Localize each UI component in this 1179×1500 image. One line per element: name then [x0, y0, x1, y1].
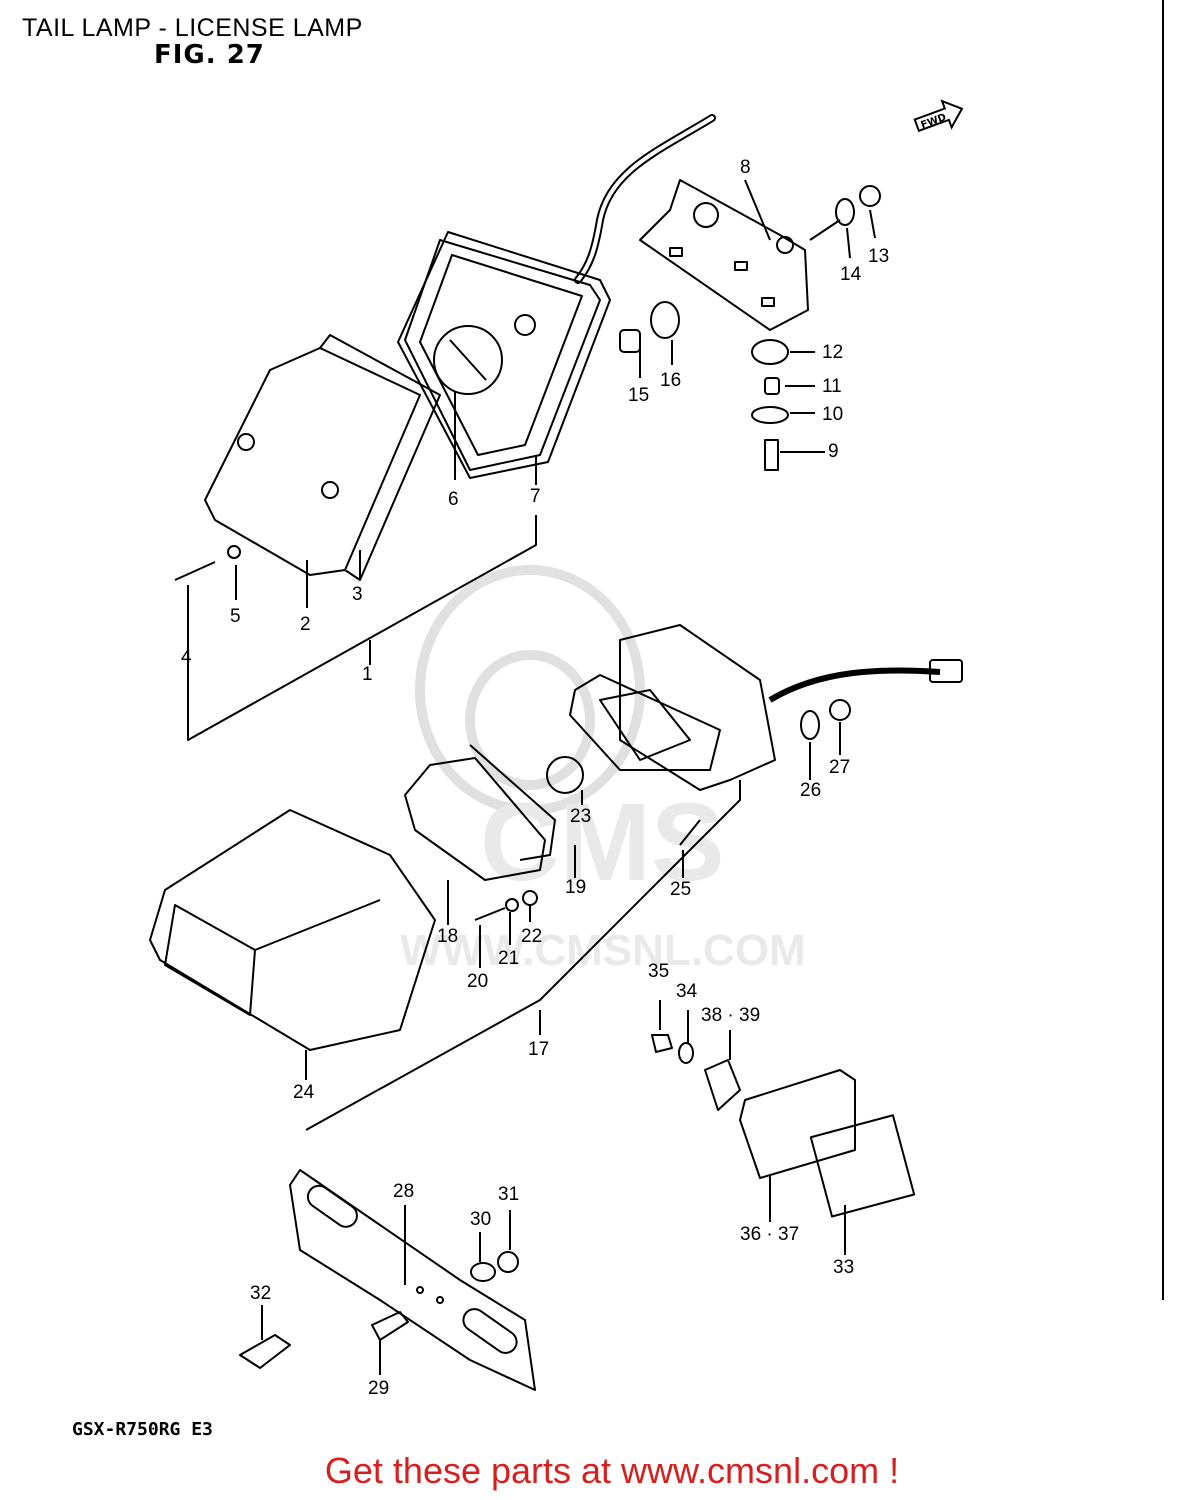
callout-25: 25 — [670, 879, 691, 900]
upper-wire — [574, 114, 716, 284]
callout-30: 30 — [470, 1209, 491, 1230]
callout-24: 24 — [293, 1082, 315, 1103]
callout-32: 32 — [250, 1283, 271, 1304]
callout-33: 33 — [833, 1257, 854, 1278]
license-plate-bracket — [289, 1169, 536, 1391]
lens-screw — [174, 561, 216, 581]
tail-lamp-housing — [404, 239, 601, 471]
mounting-bracket — [639, 179, 809, 331]
grommet-16 — [650, 301, 680, 339]
washer-34 — [678, 1042, 694, 1064]
washer-14 — [835, 198, 855, 226]
lower-wire — [768, 667, 941, 703]
watermark-url: WWW.CMSNL.COM — [400, 926, 806, 975]
callout-8: 8 — [740, 157, 751, 178]
callout-14: 14 — [840, 264, 862, 285]
washer-21 — [505, 898, 519, 912]
bolt-29 — [371, 1311, 409, 1341]
callout-34: 34 — [676, 981, 698, 1002]
washer-10 — [751, 406, 789, 424]
page-edge-rule — [1162, 0, 1164, 1300]
washer-26 — [800, 710, 820, 740]
callout-5: 5 — [230, 606, 241, 627]
callout-29: 29 — [368, 1378, 389, 1399]
callout-23: 23 — [570, 806, 591, 827]
tail-lamp-base — [569, 624, 776, 791]
callout-1: 1 — [362, 664, 373, 685]
bulb-23 — [546, 756, 584, 794]
gasket-19 — [469, 744, 556, 861]
callout-4: 4 — [181, 647, 192, 668]
connector — [929, 659, 963, 683]
callout-35: 35 — [648, 961, 669, 982]
callout-38: 38 · 39 — [701, 1005, 760, 1026]
nut-27 — [829, 699, 851, 721]
spacer-15 — [619, 329, 641, 353]
license-lens-18 — [404, 757, 546, 881]
footer-text[interactable]: Get these parts at www.cmsnl.com ! — [324, 1450, 900, 1491]
callout-31: 31 — [498, 1184, 519, 1205]
collar-11 — [764, 377, 780, 395]
callout-3: 3 — [352, 584, 363, 605]
lens-washer — [227, 545, 241, 559]
license-lamp-housing — [739, 1069, 856, 1179]
figure-number: FIG. 27 — [154, 40, 265, 70]
model-code: GSX-R750RG E3 — [72, 1419, 213, 1440]
watermark-brand: CMS — [480, 781, 724, 904]
license-lamp-lens — [809, 1114, 916, 1218]
nut-13 — [859, 185, 881, 207]
callout-15: 15 — [628, 385, 649, 406]
callout-13: 13 — [868, 246, 889, 267]
tail-cover — [149, 809, 436, 1051]
page-title: TAIL LAMP - LICENSE LAMP — [22, 14, 363, 42]
screw-25 — [679, 819, 701, 846]
callout-12: 12 — [822, 342, 843, 363]
screw-20 — [474, 907, 506, 921]
footer-link[interactable]: Get these parts at www.cmsnl.com ! — [0, 1450, 1179, 1492]
callout-11: 11 — [822, 376, 842, 397]
callout-27: 27 — [829, 757, 850, 778]
callout-10: 10 — [822, 404, 843, 425]
callout-6: 6 — [448, 489, 459, 510]
cushion-32 — [239, 1334, 291, 1369]
callout-36: 36 · 37 — [740, 1224, 799, 1245]
callout-7: 7 — [530, 486, 541, 507]
lamp-gasket — [397, 231, 611, 479]
callout-26: 26 — [800, 780, 821, 801]
callout-18: 18 — [437, 926, 458, 947]
callout-19: 19 — [565, 877, 586, 898]
bolt-9 — [764, 439, 779, 471]
callout-17: 17 — [528, 1039, 549, 1060]
callout-9: 9 — [828, 441, 839, 462]
callout-16: 16 — [660, 370, 681, 391]
tail-lamp-lens — [204, 334, 441, 581]
callout-21: 21 — [498, 948, 519, 969]
forward-arrow-icon: FWD — [913, 99, 964, 133]
bracket-38-39 — [704, 1059, 741, 1111]
cmsnl-watermark: CMS WWW.CMSNL.COM — [400, 565, 806, 975]
callout-2: 2 — [300, 614, 311, 635]
nut-35 — [651, 1034, 673, 1053]
callout-22: 22 — [521, 926, 542, 947]
washer-30 — [470, 1262, 496, 1282]
fwd-label: FWD — [920, 112, 948, 131]
cushion-12 — [751, 339, 789, 365]
callout-28: 28 — [393, 1181, 414, 1202]
callout-20: 20 — [467, 971, 488, 992]
nut-31 — [497, 1251, 519, 1273]
